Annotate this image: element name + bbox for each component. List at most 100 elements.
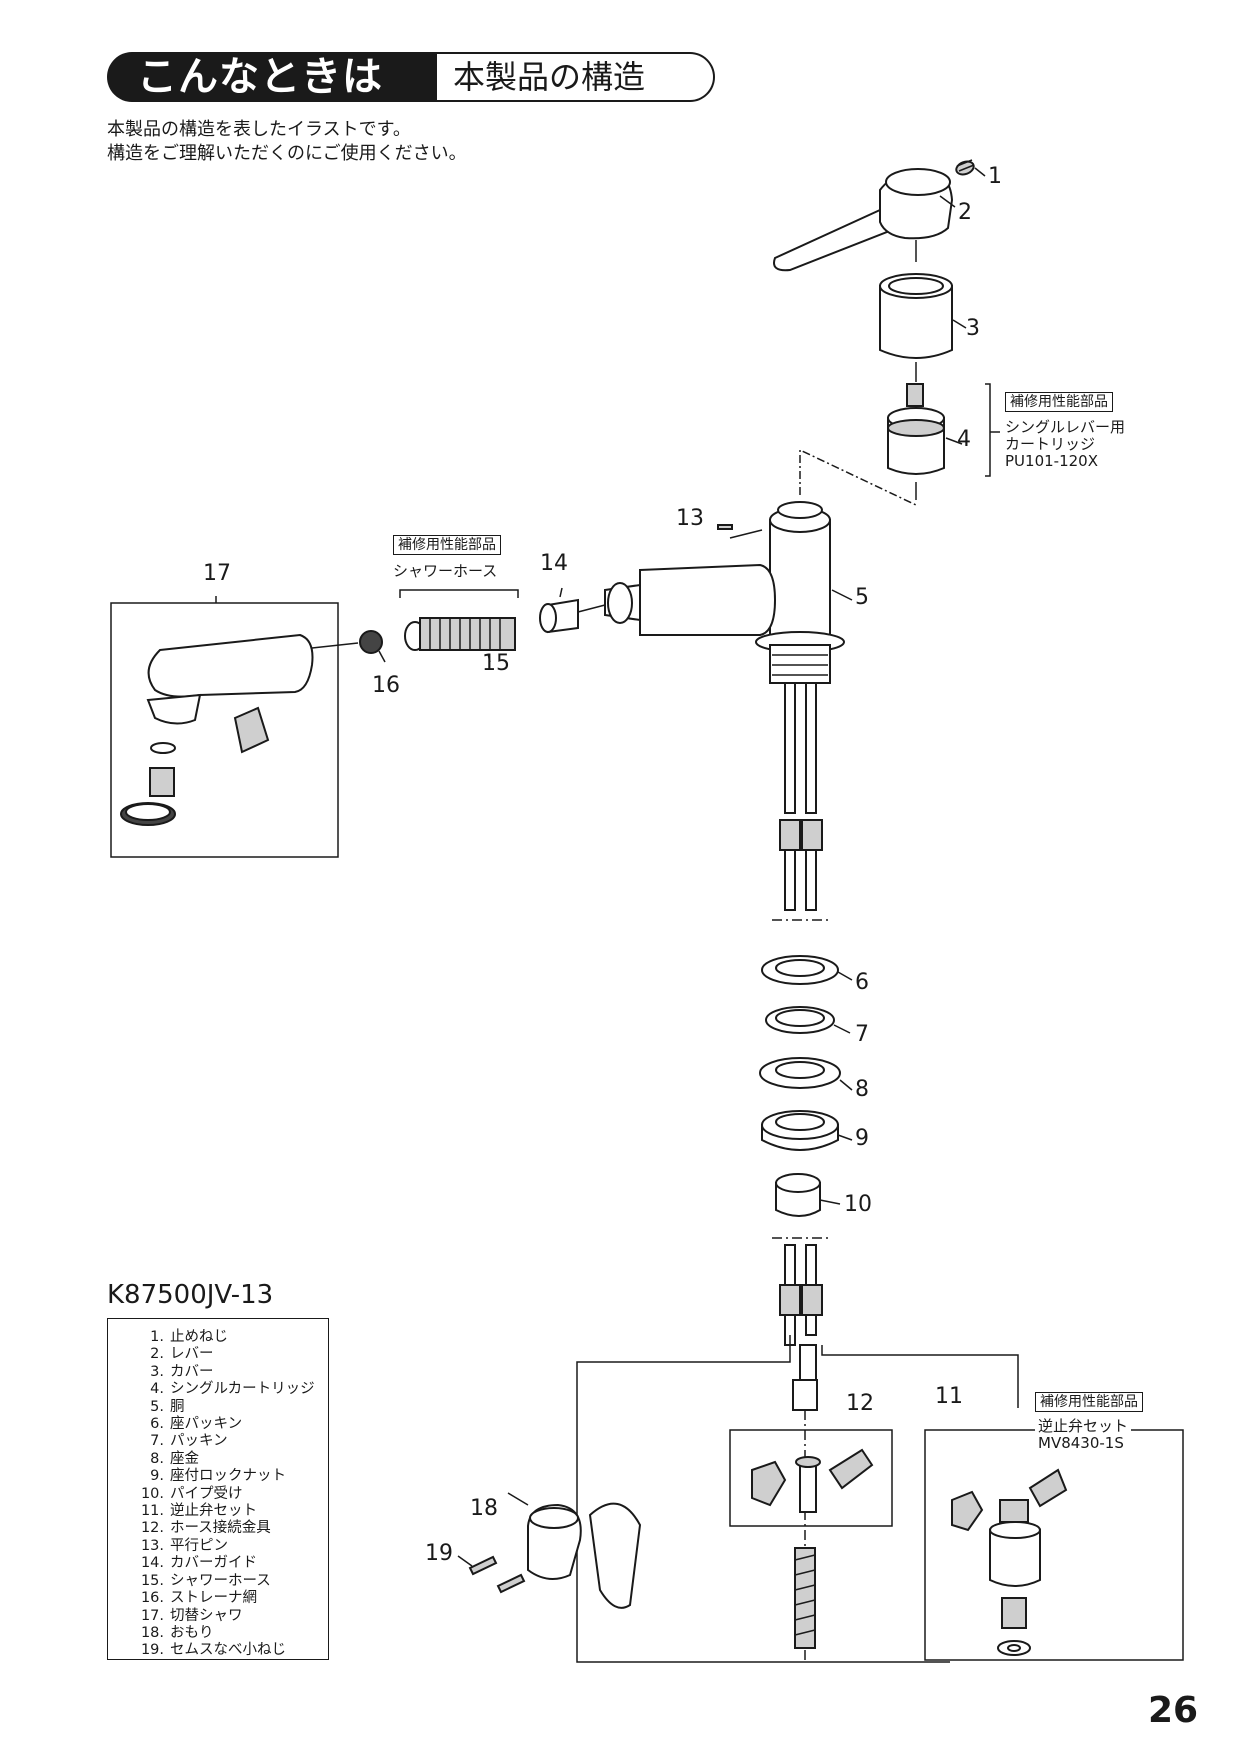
parts-list-item-name: 止めねじ — [170, 1329, 228, 1345]
parts-list-item: 14.カバーガイド — [130, 1555, 328, 1572]
callout-6: 6 — [855, 970, 869, 995]
parts-list-item-number: 8. — [150, 1450, 164, 1467]
section-header-title: こんなときは — [107, 52, 437, 102]
parts-list-item: 13. 平行ピン — [130, 1538, 328, 1555]
callout-8: 8 — [855, 1077, 869, 1102]
part-18-weight — [507, 1492, 642, 1609]
part-10-pipe-holder — [775, 1173, 841, 1217]
part-16-strainer — [311, 630, 386, 663]
hose-note: シャワーホース — [393, 562, 498, 580]
section-header-subtitle: 本製品の構造 — [437, 52, 715, 102]
parts-list-item: 6. 座パッキン — [130, 1416, 328, 1433]
parts-list-item-name: パッキン — [170, 1433, 228, 1450]
cartridge-note-line-2: カートリッジ — [1005, 435, 1096, 453]
part-5-faucet-body — [604, 501, 853, 684]
callout-7: 7 — [855, 1022, 869, 1047]
part-11-check-valve-set — [951, 1468, 1068, 1656]
part-11-box — [924, 1429, 1184, 1661]
part-4-cartridge — [887, 362, 1000, 500]
parts-list-item-number: 6. — [150, 1416, 164, 1433]
repair-label-hose: 補修用性能部品 — [393, 535, 501, 555]
callout-16: 16 — [372, 673, 400, 698]
parts-list-item-name: 胴 — [170, 1398, 185, 1415]
parts-list-item-number: 12. — [140, 1520, 164, 1537]
part-1-set-screw — [955, 159, 986, 177]
callout-17: 17 — [203, 561, 231, 586]
parts-list-item-name: おもり — [170, 1624, 214, 1641]
part-17-switch-shower — [120, 596, 314, 826]
parts-list-item-name: パイプ受け — [170, 1485, 243, 1502]
parts-list-item-number: 7. — [150, 1433, 164, 1450]
intro-line-1: 本製品の構造を表したイラストです。 — [107, 119, 411, 140]
parts-list-item: 15. シャワーホース — [130, 1573, 328, 1590]
parts-list-item: 8.座金 — [130, 1451, 328, 1468]
parts-list-item-name: カバーガイド — [170, 1555, 257, 1572]
cartridge-note-line-3: PU101-120X — [1005, 452, 1098, 470]
parts-list-item-number: 17. — [140, 1607, 164, 1624]
callout-15: 15 — [482, 651, 510, 676]
part-17-box — [110, 602, 339, 858]
intro-text: 本製品の構造を表したイラストです。 構造をご理解いただくのにご使用ください。 — [107, 118, 467, 166]
callout-14: 14 — [540, 551, 568, 576]
valve-note-line-2: MV8430-1S — [1038, 1434, 1124, 1452]
parts-list-item: 5. 胴 — [130, 1399, 328, 1416]
part-12-hose-fitting — [751, 1448, 874, 1513]
parts-list-item-number: 16. — [140, 1590, 164, 1607]
parts-list-item: 19.セムスなべ小ねじ — [130, 1642, 328, 1659]
parts-list-item: 17. 切替シャワ — [130, 1608, 328, 1625]
parts-list-item-name: 切替シャワ — [170, 1607, 243, 1624]
parts-list-item-name: シャワーホース — [170, 1572, 271, 1589]
callout-18: 18 — [470, 1496, 498, 1521]
parts-list-item-number: 15. — [140, 1572, 164, 1589]
cartridge-note: シングルレバー用 カートリッジ PU101-120X — [1005, 419, 1125, 470]
lower-pipes — [772, 1237, 830, 1411]
parts-list-item: 4.シングルカートリッジ — [130, 1381, 328, 1398]
cartridge-note-line-1: シングルレバー用 — [1005, 418, 1126, 436]
parts-list-item-number: 3. — [150, 1363, 164, 1380]
callout-3: 3 — [966, 316, 980, 341]
parts-list-item-name: セムスなべ小ねじ — [170, 1642, 286, 1659]
parts-list-item-name: 逆止弁セット — [170, 1503, 257, 1520]
parts-list-item: 10. パイプ受け — [130, 1486, 328, 1503]
parts-list-item-number: 11. — [140, 1503, 164, 1520]
parts-list-item-number: 10. — [140, 1485, 164, 1502]
callout-1: 1 — [988, 164, 1002, 189]
part-3-cover — [879, 240, 967, 359]
parts-list-item: 11. 逆止弁セット — [130, 1503, 328, 1520]
valve-note: 逆止弁セット MV8430-1S — [1035, 1417, 1132, 1452]
parts-list-item: 9. 座付ロックナット — [130, 1468, 328, 1485]
parts-list-item-name: 座パッキン — [170, 1416, 243, 1433]
parts-list-item-number: 1. — [150, 1329, 164, 1345]
parts-list-item-number: 5. — [150, 1398, 164, 1415]
callout-2: 2 — [958, 200, 972, 225]
repair-label-valve: 補修用性能部品 — [1035, 1392, 1143, 1412]
part-6-seat-packing — [761, 955, 853, 985]
part-9-lock-nut — [761, 1110, 853, 1151]
parts-list-item-number: 9. — [150, 1468, 164, 1485]
part-8-washer — [759, 1057, 853, 1091]
parts-list-item-number: 13. — [140, 1537, 164, 1554]
parts-list-item-name: ホース接続金具 — [170, 1520, 271, 1537]
parts-list-item-name: カバー — [170, 1363, 214, 1380]
hose-segment — [794, 1547, 816, 1649]
part-14-cover-guide — [539, 587, 606, 634]
callout-12: 12 — [846, 1391, 874, 1416]
parts-list-item: 12. ホース接続金具 — [130, 1520, 328, 1537]
part-15-shower-hose — [399, 589, 519, 663]
page-number: 26 — [1148, 1690, 1199, 1731]
parts-list-item-name: 座付ロックナット — [170, 1468, 286, 1485]
parts-list-item: 2.レバー — [130, 1346, 328, 1363]
part-12-box — [729, 1429, 893, 1527]
parts-list-item-number: 2. — [150, 1346, 164, 1363]
part-2-lever — [773, 168, 956, 272]
valve-note-line-1: 逆止弁セット — [1038, 1417, 1129, 1435]
part-7-packing — [765, 1006, 851, 1034]
callout-19: 19 — [425, 1541, 453, 1566]
parts-list-item: 1. 止めねじ — [130, 1329, 328, 1346]
parts-list-item-number: 4. — [150, 1381, 164, 1398]
callout-11: 11 — [935, 1384, 963, 1409]
part-19-screws — [457, 1555, 526, 1594]
parts-list-item-name: 平行ピン — [170, 1537, 228, 1554]
